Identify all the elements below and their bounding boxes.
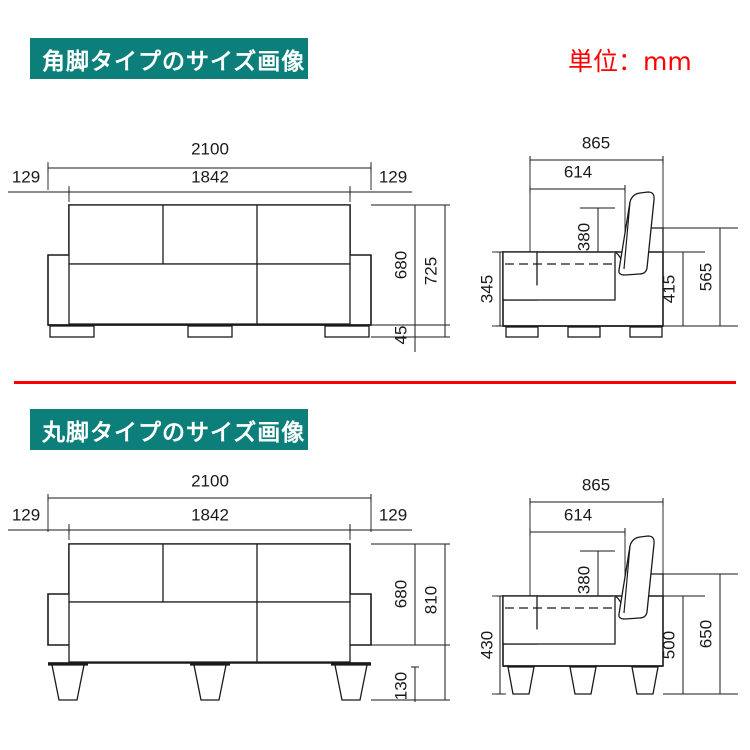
front-view-square-leg: 2100 1842 129 129: [8, 139, 450, 352]
dim-inner-width-top: 1842: [191, 167, 229, 186]
section-divider: [14, 381, 736, 384]
dim-backrest-height-bottom: 380: [574, 566, 593, 594]
dim-total-height-side-top: 565: [696, 263, 715, 291]
side-view-round-leg: 865 614 380 430: [477, 475, 738, 695]
dim-arm-height-bottom: 430: [477, 631, 496, 659]
front-view-round-leg: 2100 1842 129 129: [8, 471, 450, 702]
dim-arm-right-bottom: 129: [379, 505, 407, 524]
section-title-square-leg: 角脚タイプのサイズ画像: [30, 38, 308, 79]
dim-seat-height-top: 415: [659, 275, 678, 303]
dim-leg-height-bottom: 130: [391, 672, 410, 700]
dim-inner-depth-top: 614: [564, 162, 592, 181]
dim-total-width-bottom: 2100: [191, 471, 229, 490]
section-title-round-leg: 丸脚タイプのサイズ画像: [30, 409, 308, 450]
dim-seat-block-height-top: 680: [391, 251, 410, 279]
dim-inner-depth-bottom: 614: [564, 505, 592, 524]
dim-inner-width-bottom: 1842: [191, 505, 229, 524]
dim-total-depth-top: 865: [582, 133, 610, 152]
dim-arm-right-top: 129: [379, 167, 407, 186]
dim-total-height-side-bottom: 650: [696, 620, 715, 648]
unit-note: 単位：mm: [568, 47, 692, 76]
dim-seat-height-bottom: 500: [659, 631, 678, 659]
dim-backrest-height-top: 380: [574, 223, 593, 251]
dim-total-height-top: 725: [421, 257, 440, 285]
dim-total-height-bottom: 810: [421, 586, 440, 614]
side-view-square-leg: 865 614 380: [477, 133, 738, 338]
dim-total-depth-bottom: 865: [582, 475, 610, 494]
dim-arm-left-bottom: 129: [12, 505, 40, 524]
dim-arm-height-top: 345: [477, 275, 496, 303]
dim-seat-block-height-bottom: 680: [391, 580, 410, 608]
dim-leg-height-top: 45: [391, 326, 410, 345]
dim-total-width-top: 2100: [191, 139, 229, 158]
dim-arm-left-top: 129: [12, 167, 40, 186]
